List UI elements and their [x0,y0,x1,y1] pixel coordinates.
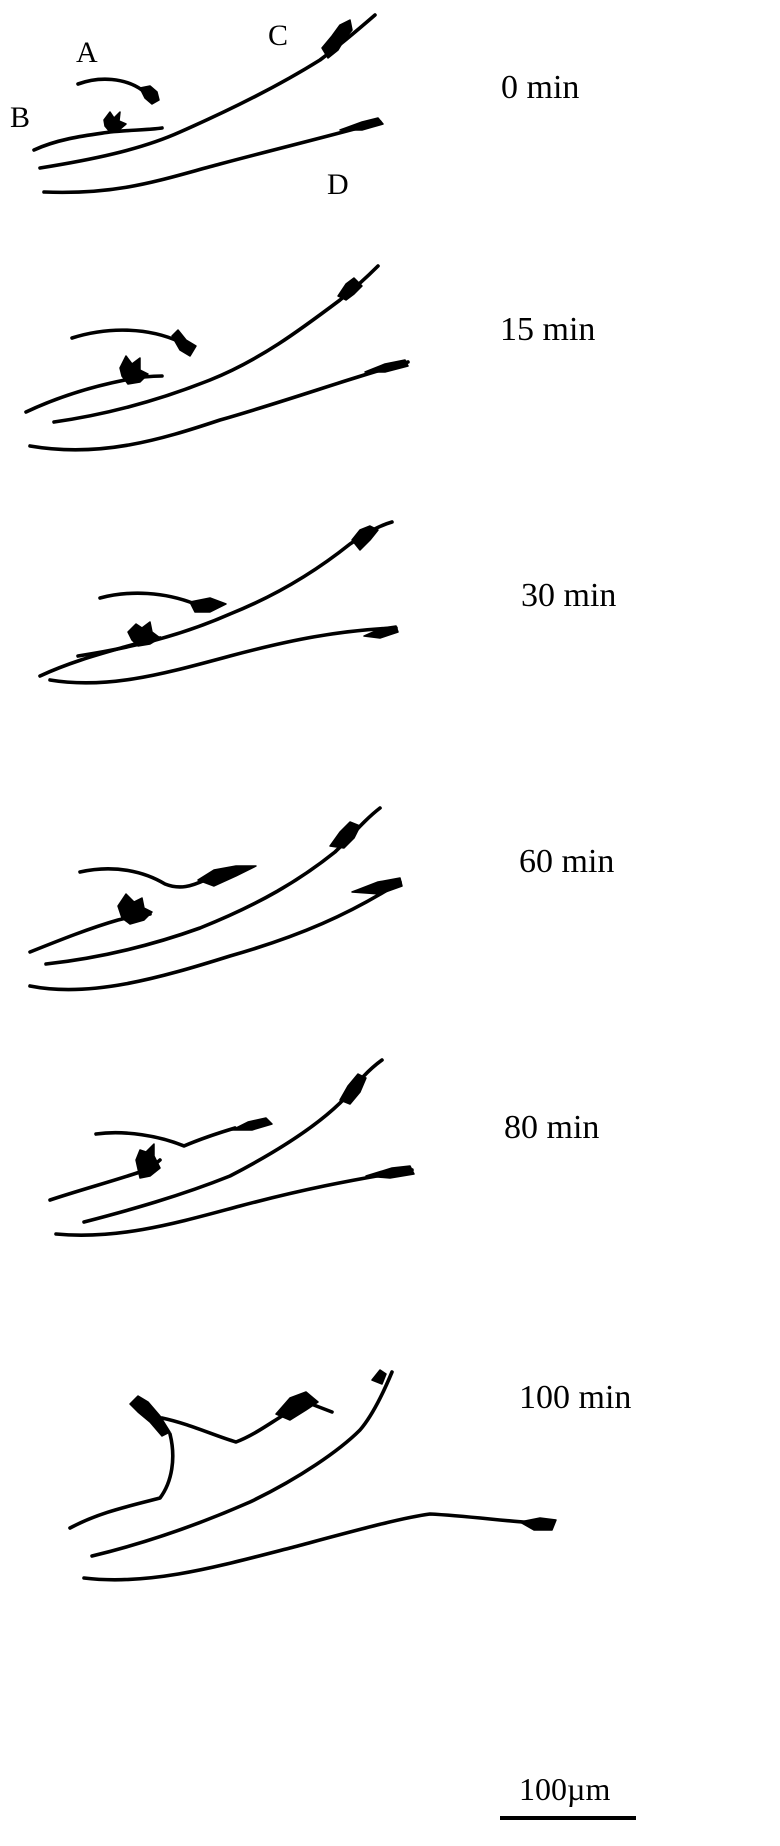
scale-bar-label: 100µm [519,1771,610,1807]
cell-c-growth-cone [330,822,360,848]
cell-label-a: A [76,36,98,69]
cell-c-growth-cone [352,526,378,550]
cell-a-growth-cone [232,1118,272,1130]
cell-d-growth-cone [520,1518,556,1530]
cell-a-process [162,1416,282,1442]
cell-c-growth-cone [338,278,362,300]
cell-d-process [84,1514,550,1580]
cell-b-soma [104,112,126,132]
panel-30min: 30 min [40,522,616,683]
cell-b-process [70,1434,173,1528]
cell-d-growth-cone [364,626,398,638]
cell-a-growth-cone [172,330,196,356]
cell-d-growth-cone [365,360,408,372]
time-label: 60 min [519,843,614,880]
cell-d-growth-cone [340,118,383,130]
cell-label-b: B [10,101,30,134]
cell-a-process [96,1128,235,1146]
cell-d-growth-cone [352,878,402,894]
time-label: 100 min [519,1379,631,1416]
cell-c-process [84,1060,382,1222]
cell-b-soma [118,894,152,924]
panel-60min: 60 min [30,808,614,990]
panel-15min: 15 min [26,266,595,450]
cell-c-growth-cone [340,1074,366,1104]
cell-b-soma [120,356,148,384]
cell-b-soma [130,1396,170,1436]
scale-bar: 100µm [500,1771,636,1818]
cell-d-process [30,882,400,990]
cell-label-d: D [327,168,349,201]
cell-c-growth-cone [372,1370,386,1384]
cell-c-process [54,266,378,422]
panel-0min: A B C D 0 min [10,15,579,201]
cell-a-process [80,869,205,887]
cell-b-soma [136,1144,160,1178]
time-label: 80 min [504,1109,599,1146]
panel-80min: 80 min [50,1060,599,1235]
time-label: 0 min [501,69,579,106]
cell-a-process [72,330,180,342]
time-label: 30 min [521,577,616,614]
cell-d-process [50,628,396,683]
cell-a-growth-cone [198,866,256,886]
cell-d-growth-cone [366,1166,414,1178]
cell-a-growth-cone [140,86,159,104]
time-label: 15 min [500,311,595,348]
cell-a-growth-cone [190,598,226,612]
cell-a-process [78,79,148,96]
cell-a-process [100,593,195,604]
cell-label-c: C [268,19,288,52]
panel-100min: 100 min [70,1370,631,1580]
cell-c-process [78,522,392,656]
